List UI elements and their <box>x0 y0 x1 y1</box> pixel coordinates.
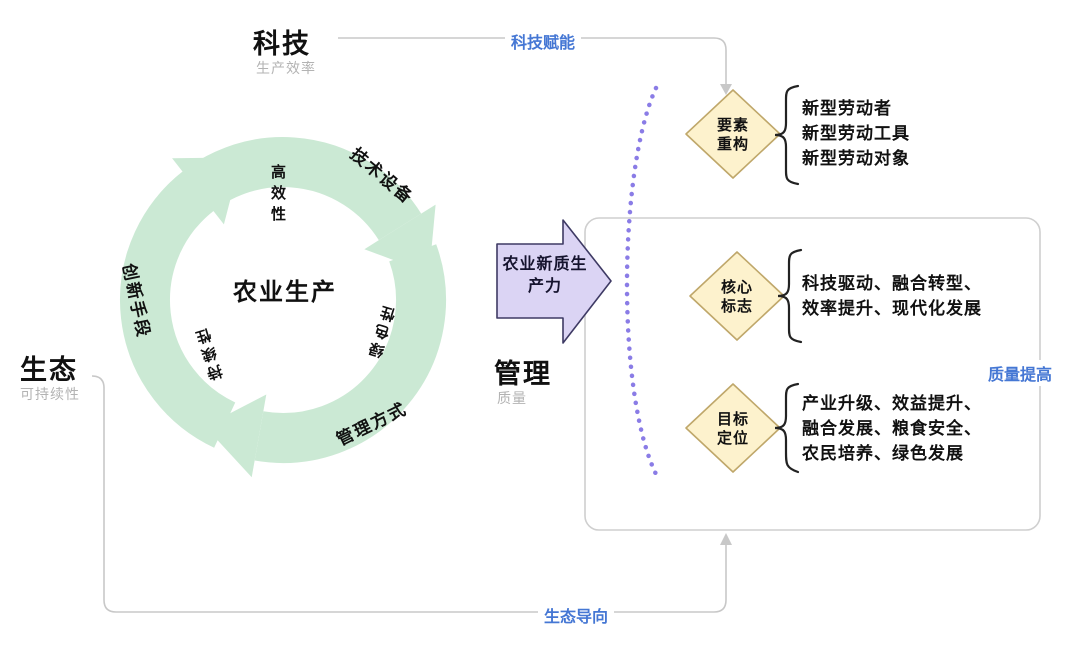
cycle-center-label: 农业生产 <box>233 279 337 306</box>
core-item-list: 科技驱动、融合转型、 效率提升、现代化发展 <box>802 271 982 321</box>
target-item-2: 融合发展、粮食安全、 <box>802 419 982 438</box>
eco-node-subtitle: 可持续性 <box>20 386 80 402</box>
cycle-arrows <box>120 137 447 478</box>
diamond-label-elements: 要素 重构 <box>704 116 762 154</box>
productivity-arrow-label-line2: 产力 <box>527 278 562 295</box>
elements-item-list: 新型劳动者 新型劳动工具 新型劳动对象 <box>802 96 910 171</box>
tech-node-subtitle: 生产效率 <box>256 60 316 76</box>
diamond-elements <box>685 89 781 179</box>
edge-label-eco-orient: 生态导向 <box>538 602 615 628</box>
quality-box <box>584 217 1041 531</box>
target-item-3: 农民培养、绿色发展 <box>802 444 964 463</box>
diamond-target-line2: 定位 <box>716 430 749 447</box>
diamond-label-target: 目标 定位 <box>704 410 762 448</box>
productivity-arrow-label: 农业新质生 产力 <box>497 254 593 298</box>
cycle-inner-label-efficiency: 高效性 <box>269 164 286 227</box>
eco-node-title: 生态 <box>20 355 78 385</box>
diamond-target-line1: 目标 <box>716 411 749 428</box>
elements-item-1: 新型劳动者 <box>802 99 892 118</box>
diamond-elements-line1: 要素 <box>716 117 749 134</box>
productivity-arrow <box>496 219 612 344</box>
productivity-arrow-label-line1: 农业新质生 <box>502 256 588 273</box>
tech-node-title: 科技 <box>253 29 311 59</box>
edge-label-quality-improve: 质量提高 <box>982 360 1059 386</box>
eco-connector-line <box>91 375 732 613</box>
diamond-core <box>689 251 785 341</box>
tech-connector-line <box>338 37 732 95</box>
diamond-core-line2: 标志 <box>720 298 753 315</box>
mgmt-node-title: 管理 <box>494 359 552 389</box>
target-item-list: 产业升级、效益提升、 融合发展、粮食安全、 农民培养、绿色发展 <box>802 391 982 466</box>
target-item-1: 产业升级、效益提升、 <box>802 394 982 413</box>
brace-core <box>777 248 803 344</box>
brace-target <box>774 382 800 474</box>
diamond-target <box>685 383 781 473</box>
elements-item-3: 新型劳动对象 <box>802 149 910 168</box>
brace-elements <box>774 84 800 186</box>
cycle-arc-left <box>120 171 236 448</box>
edge-label-tech-empower: 科技赋能 <box>505 28 582 54</box>
elements-item-2: 新型劳动工具 <box>802 124 910 143</box>
diamond-elements-line2: 重构 <box>716 136 749 153</box>
cycle-arrowhead-left <box>172 157 242 225</box>
mgmt-node-subtitle: 质量 <box>497 390 527 406</box>
cycle-arc-right <box>254 244 447 463</box>
cycle-arrowhead-bottom <box>204 394 267 478</box>
diamond-core-line1: 核心 <box>720 279 753 296</box>
core-item-1: 科技驱动、融合转型、 <box>802 274 982 293</box>
core-item-2: 效率提升、现代化发展 <box>802 299 982 318</box>
diamond-label-core: 核心 标志 <box>708 278 766 316</box>
dotted-brace-curve <box>624 85 661 481</box>
